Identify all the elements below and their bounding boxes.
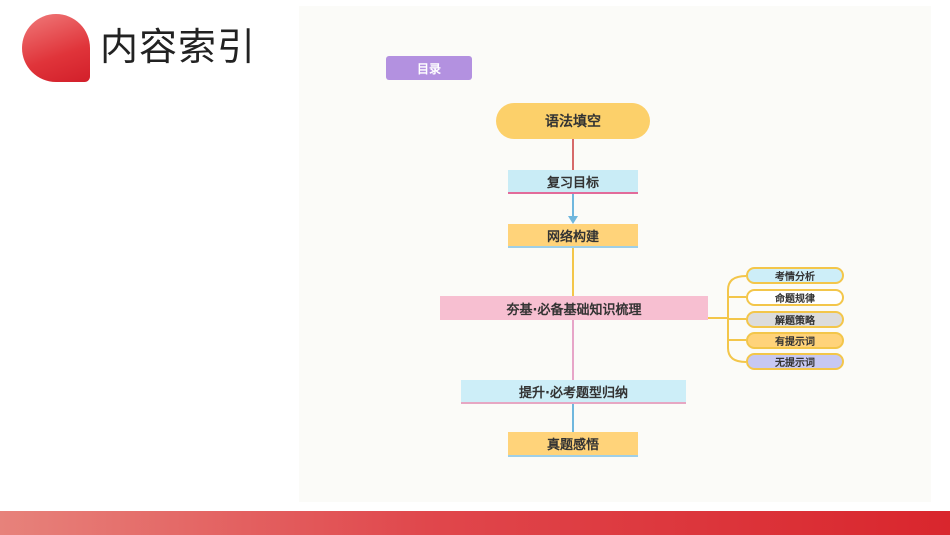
step-node-real-exam: 真题感悟: [508, 432, 638, 457]
step-node-network: 网络构建: [508, 224, 638, 248]
step-node-review-goals: 复习目标: [508, 170, 638, 194]
logo-shape: [22, 14, 90, 82]
diagram-panel: [299, 6, 931, 502]
footer-bar: [0, 511, 950, 535]
root-node: 语法填空: [496, 103, 650, 139]
step-node-basics: 夯基·必备基础知识梳理: [440, 296, 708, 320]
sub-node-with-hint: 有提示词: [746, 332, 844, 349]
sub-node-exam-analysis: 考情分析: [746, 267, 844, 284]
page-title: 内容索引: [100, 25, 257, 69]
sub-node-rules: 命题规律: [746, 289, 844, 306]
sub-node-no-hint: 无提示词: [746, 353, 844, 370]
sub-node-strategy: 解题策略: [746, 311, 844, 328]
toc-tag: 目录: [386, 56, 472, 80]
arrow-head-b2: [568, 216, 578, 224]
step-node-question-types: 提升·必考题型归纳: [461, 380, 686, 404]
